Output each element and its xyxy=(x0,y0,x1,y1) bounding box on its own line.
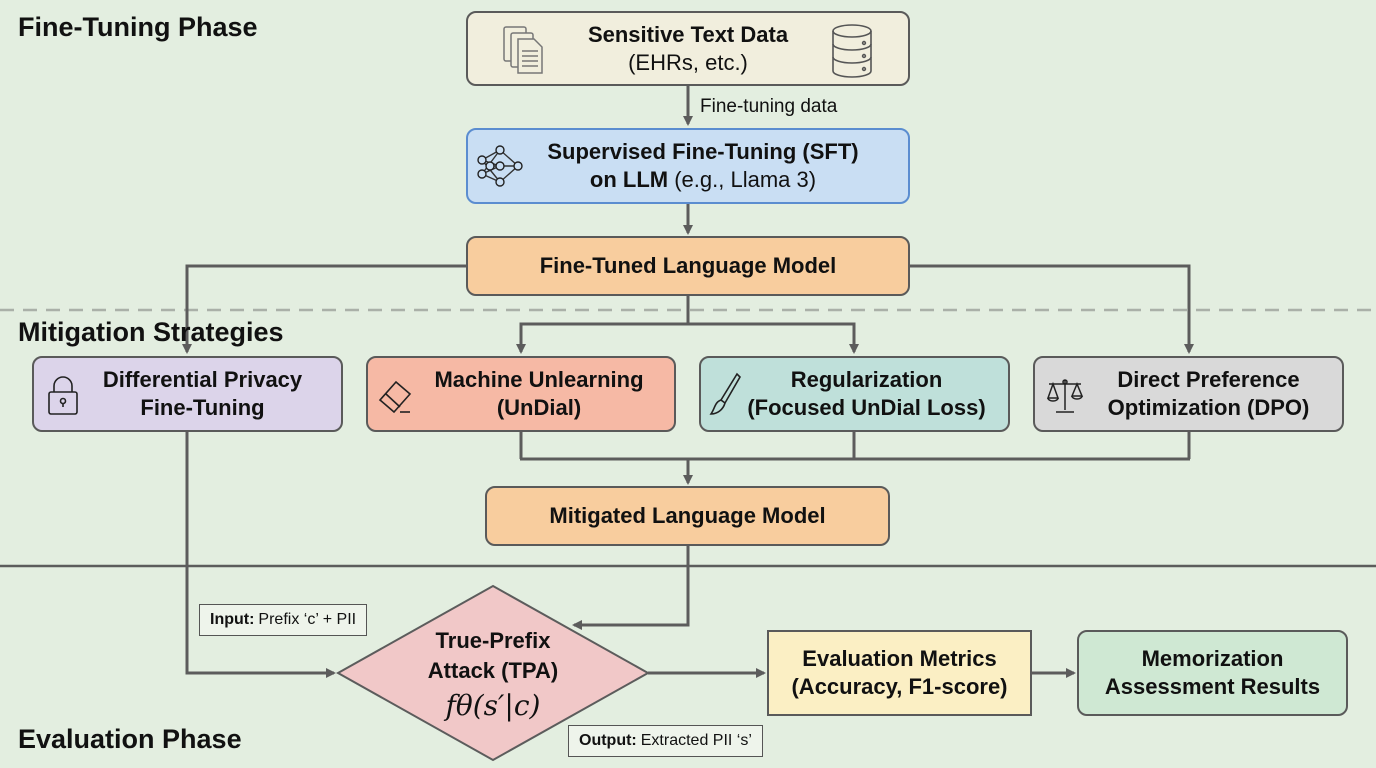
evaluation-metrics-line1: Evaluation Metrics xyxy=(802,646,997,671)
sft-line2-bold: on LLM xyxy=(589,167,669,192)
arrow-model-to-dpo xyxy=(910,264,1194,354)
strategy-regularization-node: Regularization (Focused UnDial Loss) xyxy=(699,356,1010,432)
tpa-line1: True-Prefix xyxy=(435,628,551,653)
results-line2: Assessment Results xyxy=(1104,674,1321,699)
tpa-node: True-Prefix Attack (TPA) fθ(s′|c) xyxy=(393,626,593,726)
eraser-icon xyxy=(376,376,418,423)
arrow-model-to-dp xyxy=(182,264,466,354)
arrow-mitigated-to-tpa xyxy=(572,546,690,630)
strategy-unlearning-line2: (UnDial) xyxy=(496,395,582,420)
arrow-dp-to-tpa xyxy=(185,432,336,678)
evaluation-metrics-line2: (Accuracy, F1-score) xyxy=(791,674,1008,699)
output-tag: Output: Extracted PII ‘s’ xyxy=(568,725,763,757)
strategy-regularization-line2: (Focused UnDial Loss) xyxy=(747,395,986,420)
output-tag-label: Output: xyxy=(579,732,637,749)
brush-icon xyxy=(707,372,743,425)
results-line1: Memorization xyxy=(1141,646,1284,671)
strategy-dp-line2: Fine-Tuning xyxy=(140,395,265,420)
documents-icon xyxy=(502,25,554,84)
input-tag: Input: Prefix ‘c’ + PII xyxy=(199,604,368,636)
strategy-dp-line1: Differential Privacy xyxy=(102,367,303,392)
phase-label-mitigation: Mitigation Strategies xyxy=(18,317,284,347)
mitigated-model-node: Mitigated Language Model xyxy=(485,486,890,546)
strategy-unlearning-node: Machine Unlearning (UnDial) xyxy=(366,356,676,432)
sft-title: Supervised Fine-Tuning (SFT) xyxy=(547,139,859,164)
fine-tuned-model-node: Fine-Tuned Language Model xyxy=(466,236,910,296)
strategy-dpo-node: Direct Preference Optimization (DPO) xyxy=(1033,356,1344,432)
sft-node: Supervised Fine-Tuning (SFT) on LLM (e.g… xyxy=(466,128,910,204)
evaluation-metrics-node: Evaluation Metrics (Accuracy, F1-score) xyxy=(767,630,1032,716)
scales-icon xyxy=(1045,376,1085,423)
sft-line2-normal: (e.g., Llama 3) xyxy=(674,167,817,192)
results-node: Memorization Assessment Results xyxy=(1077,630,1348,716)
strategy-dp-node: Differential Privacy Fine-Tuning xyxy=(32,356,343,432)
sensitive-data-title: Sensitive Text Data xyxy=(587,21,789,47)
fine-tuned-model-title: Fine-Tuned Language Model xyxy=(539,253,837,278)
neural-network-icon xyxy=(476,142,526,199)
tpa-formula: fθ(s′|c) xyxy=(445,689,541,722)
strategy-dpo-line2: Optimization (DPO) xyxy=(1107,395,1310,420)
arrow-to-unlearning xyxy=(516,322,688,354)
output-tag-text: Extracted PII ‘s’ xyxy=(640,732,752,749)
strategy-dpo-line1: Direct Preference xyxy=(1117,367,1300,392)
phase-label-fine-tuning: Fine-Tuning Phase xyxy=(18,12,258,42)
arrow-to-regularization xyxy=(688,322,859,354)
phase-label-evaluation: Evaluation Phase xyxy=(18,724,242,754)
strategy-regularization-line1: Regularization xyxy=(790,367,943,392)
input-tag-text: Prefix ‘c’ + PII xyxy=(258,611,357,628)
tpa-diamond xyxy=(335,584,651,762)
strategy-unlearning-line1: Machine Unlearning xyxy=(434,367,644,392)
edge-label-fine-tuning-data: Fine-tuning data xyxy=(700,96,838,117)
sensitive-data-subtitle: (EHRs, etc.) xyxy=(628,49,748,75)
sensitive-data-node: Sensitive Text Data (EHRs, etc.) xyxy=(466,11,910,86)
mitigated-model-title: Mitigated Language Model xyxy=(549,503,826,528)
database-icon xyxy=(830,23,874,86)
input-tag-label: Input: xyxy=(210,611,255,628)
tpa-line2: Attack (TPA) xyxy=(427,658,559,683)
lock-icon xyxy=(46,374,80,425)
